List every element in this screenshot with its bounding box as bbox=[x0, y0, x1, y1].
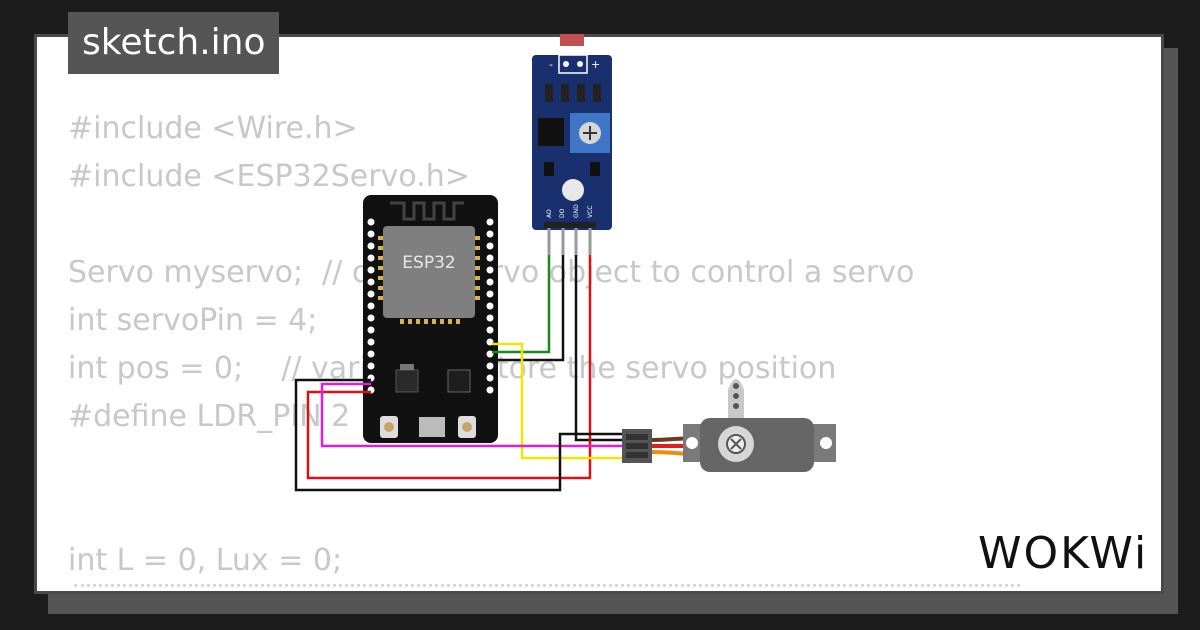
indicator-led bbox=[562, 179, 584, 201]
reset-button-cap bbox=[462, 422, 472, 432]
sensor-pins[interactable] bbox=[547, 225, 592, 255]
pin-label-do: DO bbox=[559, 208, 566, 218]
wire-magenta[interactable] bbox=[320, 382, 622, 448]
esp32-board[interactable]: ESP32 bbox=[363, 195, 498, 443]
code-line: #include <Wire.h> bbox=[68, 111, 358, 146]
wire-yellow[interactable] bbox=[492, 342, 622, 460]
wire-green[interactable] bbox=[492, 255, 551, 354]
board-label: ESP32 bbox=[402, 253, 455, 273]
code-line: #define LDR_PIN 2 bbox=[68, 399, 351, 434]
top-mark-minus: - bbox=[549, 58, 553, 71]
code-line: int servoPin = 4; bbox=[68, 303, 318, 338]
wire-red[interactable] bbox=[306, 255, 592, 480]
smd-part bbox=[590, 162, 600, 176]
pin-label-ao: AO bbox=[546, 209, 553, 218]
top-mark-plus: + bbox=[591, 58, 600, 71]
file-title: sketch.ino bbox=[68, 12, 280, 74]
left-pin-header[interactable] bbox=[367, 218, 375, 394]
wire-black-gnd[interactable] bbox=[574, 255, 622, 442]
module-pads bbox=[378, 236, 480, 324]
top-header bbox=[558, 54, 588, 74]
code-line: int L = 0, Lux = 0; bbox=[68, 543, 343, 578]
servo-body bbox=[700, 418, 814, 472]
boot-button-cap bbox=[384, 422, 394, 432]
wokwi-logo: WOKWi bbox=[978, 528, 1149, 579]
pin-label-vcc: VCC bbox=[587, 206, 594, 218]
esp32-module bbox=[383, 226, 475, 318]
wires bbox=[294, 255, 622, 492]
servo-motor[interactable] bbox=[622, 379, 836, 472]
antenna-trace bbox=[390, 201, 464, 221]
comparator-chip bbox=[538, 118, 564, 146]
voltage-regulator bbox=[395, 369, 419, 393]
wire-black-sensor[interactable] bbox=[492, 255, 565, 362]
photoresistor bbox=[560, 34, 584, 46]
smd-part bbox=[544, 162, 554, 176]
code-line: #include <ESP32Servo.h> bbox=[68, 159, 470, 194]
ldr-sensor-module[interactable]: - + AO DO GND VCC bbox=[532, 34, 612, 255]
dotted-divider bbox=[74, 584, 1020, 591]
regulator-tab bbox=[400, 364, 414, 370]
wire-black-loop[interactable] bbox=[294, 378, 622, 492]
usb-port bbox=[419, 417, 445, 437]
resistors bbox=[545, 84, 601, 102]
usb-chip bbox=[447, 369, 471, 393]
pin-label-gnd: GND bbox=[573, 204, 580, 218]
right-pin-header[interactable] bbox=[486, 218, 494, 394]
